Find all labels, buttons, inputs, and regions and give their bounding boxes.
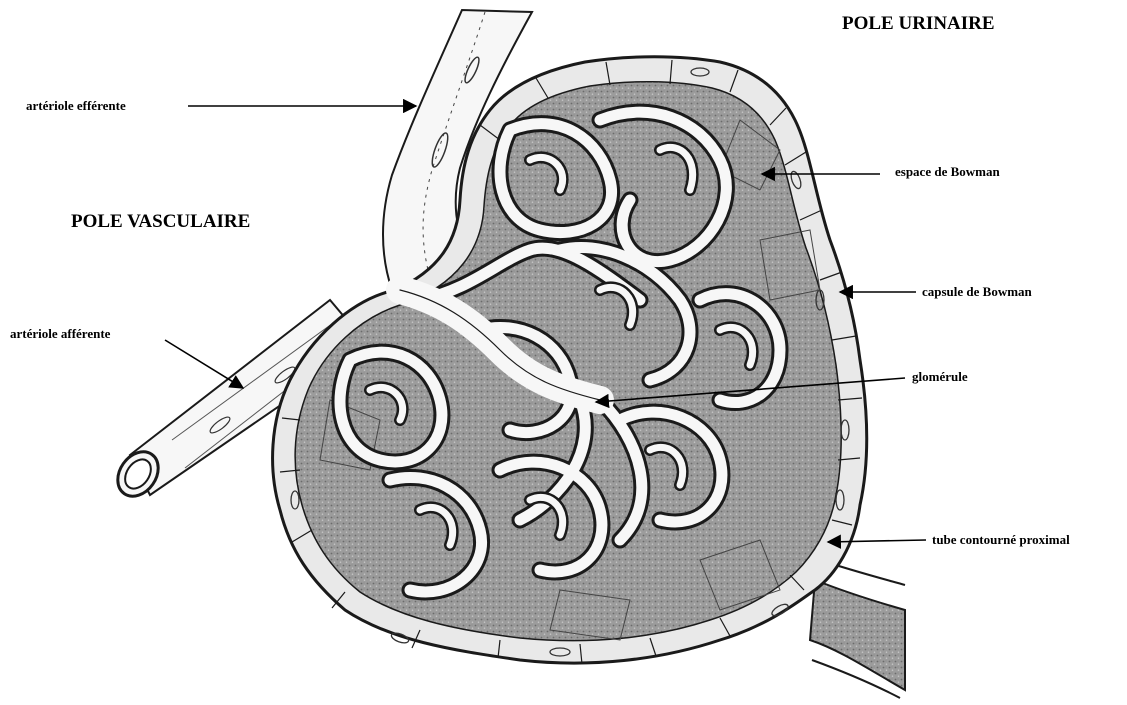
label-pole-urinaire: POLE URINAIRE — [842, 14, 995, 33]
label-espace-de-bowman: espace de Bowman — [895, 165, 1000, 178]
label-arteriole-afferente: artériole afférente — [10, 327, 110, 340]
label-capsule-de-bowman: capsule de Bowman — [922, 285, 1032, 298]
label-glomerule: glomérule — [912, 370, 968, 383]
label-pole-vasculaire: POLE VASCULAIRE — [71, 212, 250, 231]
arrow-afferente — [165, 340, 243, 388]
label-tube-contourne-proximal: tube contourné proximal — [932, 533, 1070, 546]
label-arteriole-efferente: artériole efférente — [26, 99, 126, 112]
